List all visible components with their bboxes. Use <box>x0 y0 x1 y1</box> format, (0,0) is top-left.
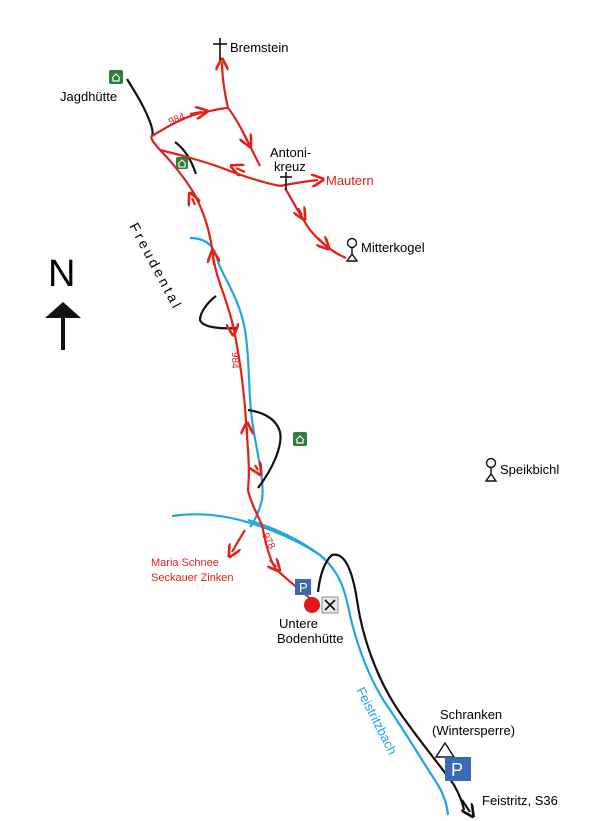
parking-icon: P <box>445 757 471 781</box>
trail-arrow <box>318 238 325 245</box>
road-to-feistritz <box>462 799 470 812</box>
label-feistritz: Feistritz, S36 <box>482 793 558 808</box>
north-letter: N <box>48 253 75 295</box>
cross-icon <box>213 38 227 60</box>
trail-ridge <box>227 107 261 167</box>
label-wintersperre: (Wintersperre) <box>432 723 515 738</box>
parking-icon: P <box>295 579 311 595</box>
road-main <box>316 553 466 811</box>
trail-middle <box>159 148 281 188</box>
feistritzbach-stream <box>247 518 450 816</box>
start-point-icon <box>304 597 320 613</box>
label-freudental: Freudental <box>126 220 186 313</box>
road-loop-upper <box>198 295 239 330</box>
trail-984-main <box>150 135 313 601</box>
label-mitterkogel: Mitterkogel <box>361 240 425 255</box>
label-seckauer-zinken: Seckauer Zinken <box>151 572 234 584</box>
label-antonikreuz-2: kreuz <box>274 159 306 174</box>
trail-arrow <box>298 208 302 215</box>
trails <box>150 62 347 601</box>
side-stream <box>171 513 321 556</box>
label-maria-schnee: Maria Schnee <box>151 557 219 569</box>
road-jagdhuette <box>126 78 154 137</box>
hut-icon <box>293 432 307 446</box>
trail-arrow <box>255 465 258 470</box>
label-feistritzbach: Feistritzbach <box>353 685 400 757</box>
road-loop-middle <box>247 408 282 489</box>
label-antonikreuz-1: Antoni- <box>270 145 311 160</box>
streams <box>171 236 450 816</box>
trail-number-984-top: 984 <box>167 111 187 128</box>
label-bremstein: Bremstein <box>230 40 289 55</box>
cross-icon <box>280 172 292 190</box>
trail-upper-left <box>151 106 229 137</box>
trail-arrow <box>192 198 195 205</box>
trail-maria-schnee <box>232 529 246 552</box>
trail-arrow <box>213 256 214 266</box>
label-mautern: Mautern <box>326 173 374 188</box>
label-untere: Untere <box>279 616 318 631</box>
trail-arrow <box>232 319 233 330</box>
label-speikbichl: Speikbichl <box>500 462 559 477</box>
north-arrow-icon: N <box>45 253 81 350</box>
trail-mautern <box>279 180 318 186</box>
label-bodenhuette: Bodenhütte <box>277 631 344 646</box>
hut-icon <box>176 157 188 169</box>
fork-knife-icon <box>321 596 339 614</box>
trail-arrow <box>244 134 248 142</box>
svg-text:P: P <box>299 580 308 595</box>
label-jagdhuette: Jagdhütte <box>60 89 117 104</box>
trail-arrow <box>270 560 276 567</box>
barrier-triangle-icon <box>434 741 456 758</box>
label-schranken: Schranken <box>440 707 502 722</box>
trail-arrow <box>189 112 202 114</box>
summit-icon <box>484 457 498 482</box>
hut-icon <box>109 70 123 84</box>
summit-icon <box>345 237 359 262</box>
freudental-stream <box>189 236 264 528</box>
trail-mitterkogel <box>284 187 347 260</box>
svg-text:P: P <box>451 760 463 780</box>
trail-arrow <box>236 168 246 172</box>
trail-number-984-mid: 984 <box>229 352 240 369</box>
trail-number-978: 978 <box>259 531 277 551</box>
